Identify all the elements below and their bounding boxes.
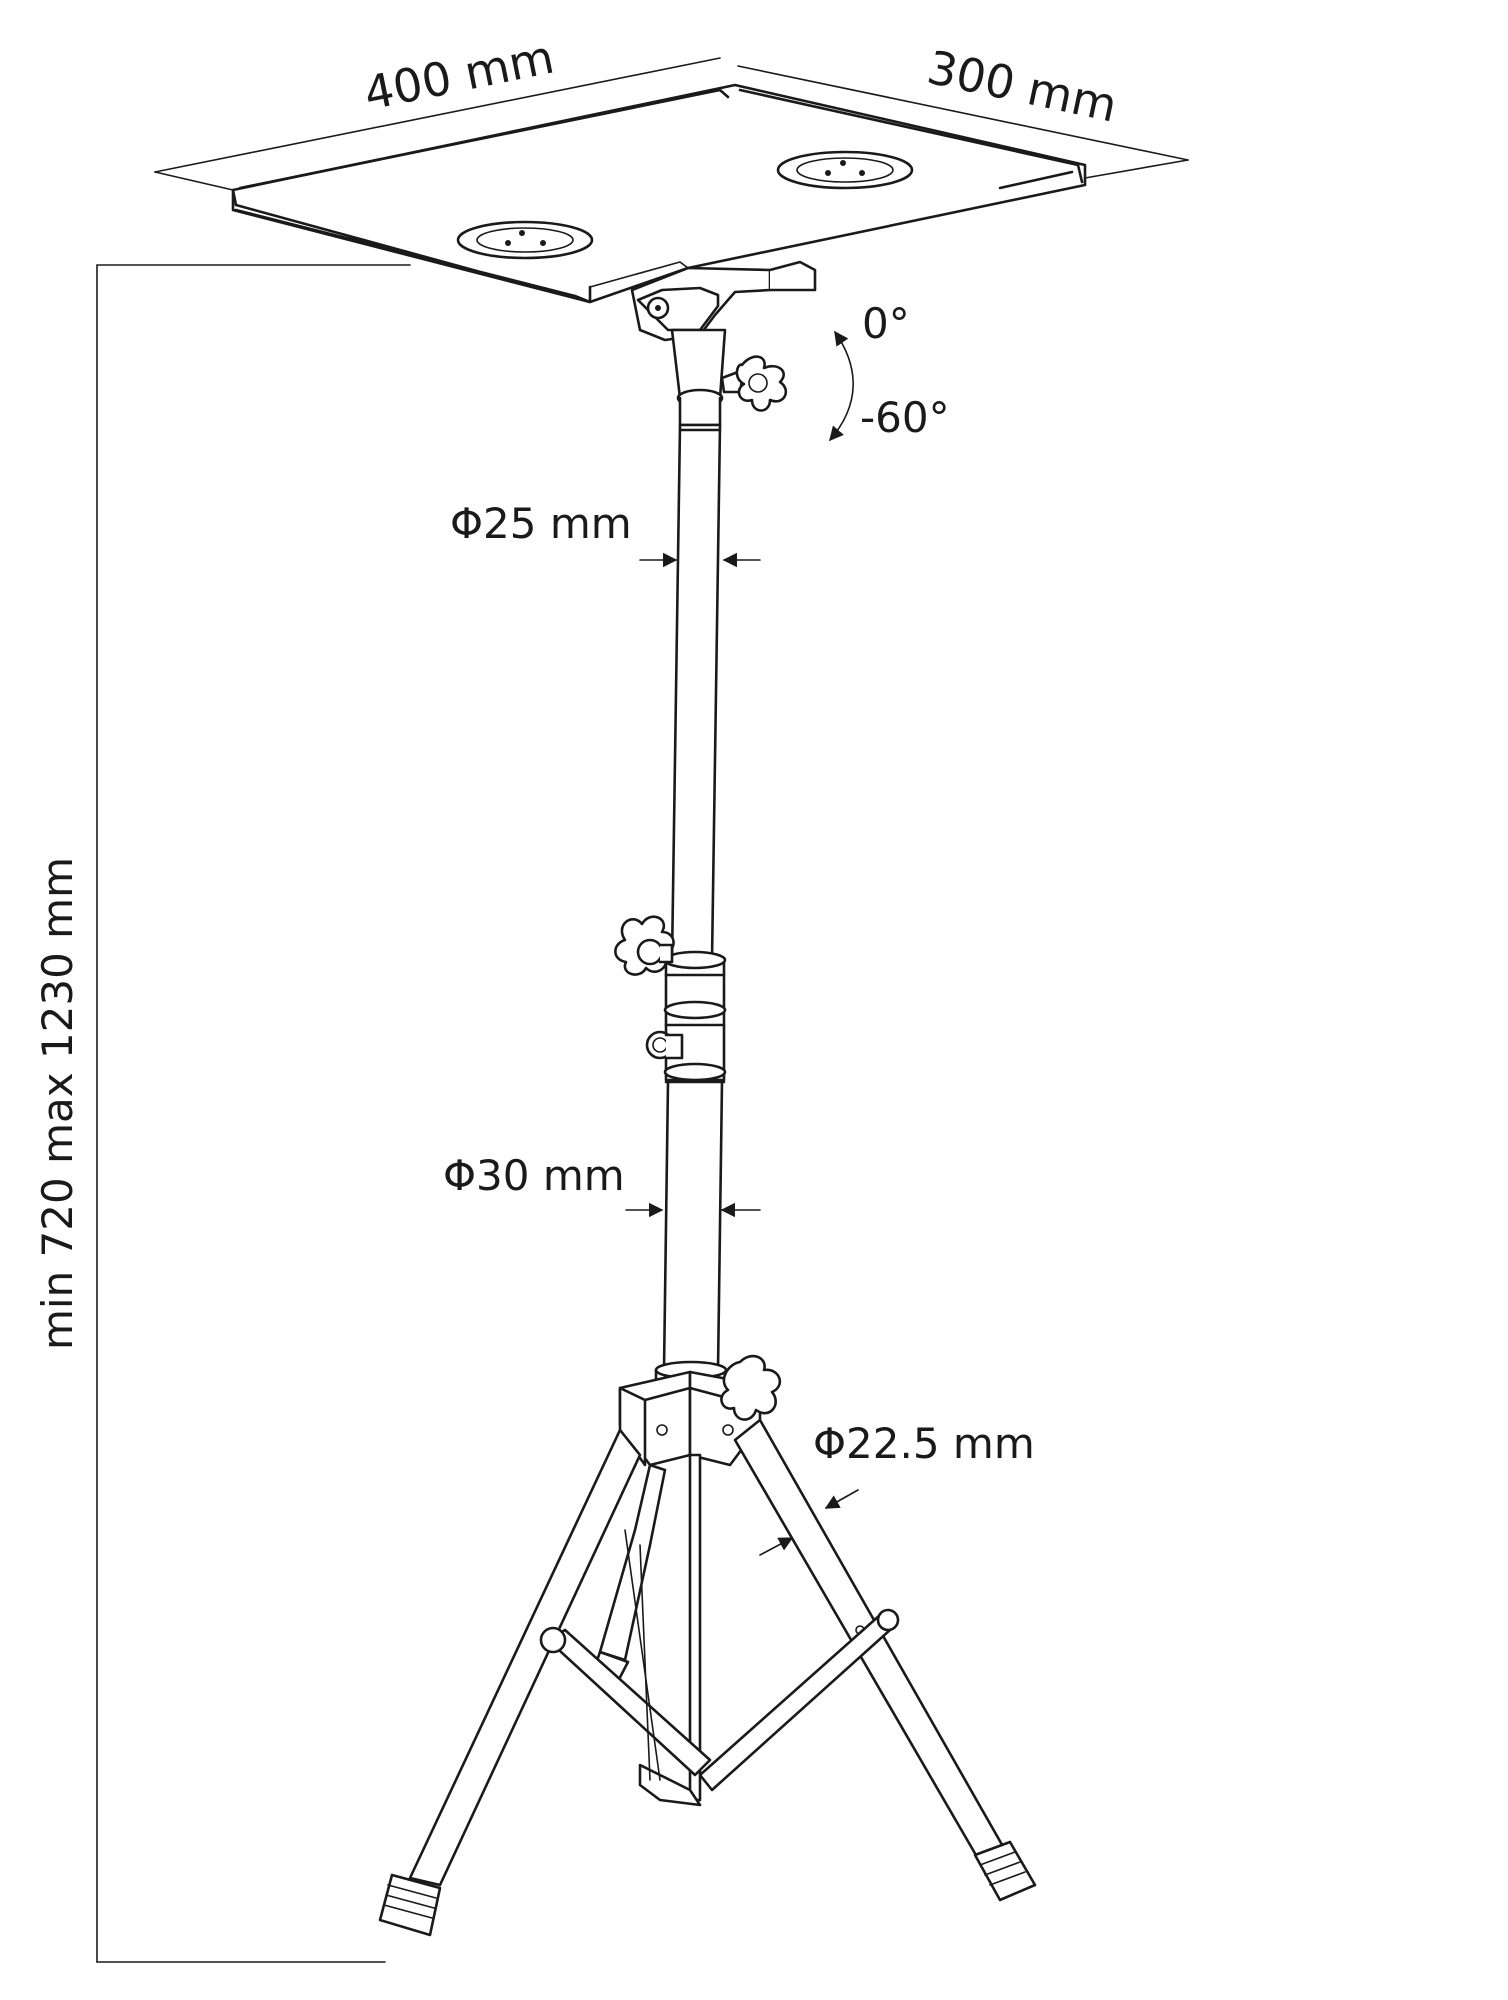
height-range-label: min 720 max 1230 mm xyxy=(33,857,82,1350)
tray-plate xyxy=(231,83,1087,304)
center-column-extension xyxy=(688,1453,702,1802)
lower-tube xyxy=(662,1080,724,1372)
tray-dimension-lines xyxy=(154,57,1189,191)
leg-tube-dimension xyxy=(759,1489,859,1556)
tray-depth-label: 300 mm xyxy=(923,40,1122,133)
tray xyxy=(231,83,1087,342)
tray-hole-back xyxy=(776,150,914,190)
tripod-leg-left xyxy=(378,1428,642,1937)
upper-tube xyxy=(670,423,722,962)
tray-width-label: 400 mm xyxy=(359,30,558,121)
tilt-bottom-label: -60° xyxy=(860,393,950,442)
tray-hole-front xyxy=(456,220,594,260)
tripod-braces xyxy=(539,1529,900,1807)
tilt-head xyxy=(636,286,727,427)
tilt-knob xyxy=(720,355,788,412)
upper-tube-label: Φ25 mm xyxy=(450,499,632,548)
leg-tube-label: Φ22.5 mm xyxy=(813,1419,1035,1468)
height-dimension-lines xyxy=(96,264,411,1963)
lower-tube-label: Φ30 mm xyxy=(443,1151,625,1200)
tilt-top-label: 0° xyxy=(862,299,910,348)
tray-lip-left xyxy=(231,88,730,207)
tripod-leg-right xyxy=(733,1418,1037,1902)
tray-front-edge xyxy=(234,203,592,304)
tilt-angle-indicator xyxy=(829,330,854,442)
tray-lip-right xyxy=(738,88,1084,190)
height-clamp xyxy=(614,915,727,1084)
